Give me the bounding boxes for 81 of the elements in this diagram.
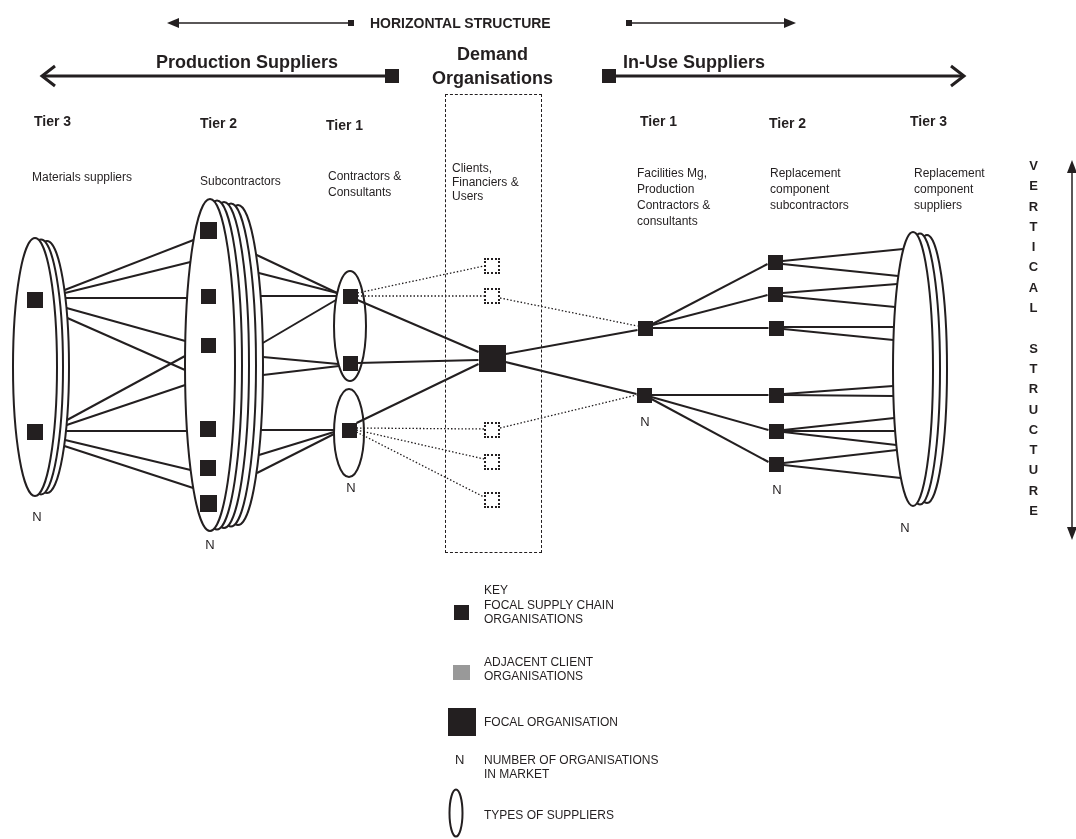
legend-text: NUMBER OF ORGANISATIONS IN MARKET [484, 753, 660, 781]
category-label: Replacement component suppliers [914, 165, 986, 213]
section-heading: In-Use Suppliers [623, 52, 766, 72]
legend-text: FOCAL SUPPLY CHAIN ORGANISATIONS [484, 598, 615, 626]
connector-line [651, 294, 769, 326]
connector-line [782, 417, 896, 431]
connector-line [65, 384, 187, 426]
dotted-connector [356, 265, 485, 294]
connector-line [261, 299, 337, 344]
connector-line [504, 361, 638, 395]
connector-line [781, 248, 905, 262]
connector-line [782, 449, 898, 464]
category-label: Materials suppliers [32, 169, 133, 185]
connector-line [781, 283, 899, 294]
count-label: N [345, 480, 357, 496]
connector-line [257, 272, 339, 294]
connector-line [63, 445, 195, 489]
tier-heading: Tier 1 [640, 113, 678, 129]
tier-heading: Tier 2 [200, 115, 238, 131]
category-label: Contractors & Consultants [328, 168, 403, 200]
connector-line [651, 327, 770, 329]
symbol-letter: N [455, 753, 465, 767]
category-label: Subcontractors [200, 173, 281, 189]
connector-line [356, 359, 480, 364]
count-label: N [204, 537, 216, 553]
count-label: N [771, 482, 783, 498]
connector-line [260, 429, 336, 431]
connector-line [782, 464, 902, 479]
dotted-connector [356, 295, 485, 297]
connector-line [782, 430, 897, 432]
connector-line [63, 239, 195, 291]
connector-line [651, 263, 769, 325]
legend-text: FOCAL ORGANISATION [484, 715, 619, 729]
legend-text: TYPES OF SUPPLIERS [484, 808, 616, 822]
connector-line [782, 326, 895, 328]
connector-line [66, 317, 186, 371]
connector-line [650, 394, 770, 396]
count-label: N [899, 520, 911, 536]
group-heading: Demand Organisations [431, 43, 554, 90]
dotted-connector [355, 427, 485, 430]
connector-line [650, 398, 770, 463]
dotted-connector [355, 429, 485, 460]
legend-text: ADJACENT CLIENT ORGANISATIONS [484, 655, 594, 683]
connector-line [65, 307, 187, 342]
dotted-connector [499, 297, 639, 327]
dotted-connector [499, 394, 638, 429]
connector-line [64, 439, 192, 471]
connector-line [782, 328, 895, 341]
connector-line [781, 295, 897, 308]
main-heading: HORIZONTAL STRUCTURE [370, 15, 551, 31]
connector-line [255, 254, 339, 294]
connector-line [650, 396, 770, 431]
tier-heading: Tier 3 [34, 113, 72, 129]
connector-line [781, 263, 900, 277]
connector-line [256, 433, 335, 474]
connector-line [356, 299, 480, 353]
category-label: Facilities Mg, Production Contractors & consultants [637, 165, 712, 229]
connector-line [259, 295, 338, 297]
count-label: N [31, 509, 43, 525]
connector-line [64, 261, 192, 294]
connector-line [66, 355, 187, 421]
category-label: Replacement component subcontractors [770, 165, 850, 213]
connector-line [261, 356, 340, 365]
count-label: N [639, 414, 651, 430]
group-label: Clients, Financiers & Users [452, 161, 520, 203]
connector-line [355, 363, 480, 424]
connector-line [504, 329, 639, 355]
connector-line [258, 431, 335, 456]
connector-line [64, 297, 189, 299]
connector-line [782, 431, 898, 446]
axis-label: VERTICAL STRUCTURE [1025, 158, 1042, 524]
section-heading: Production Suppliers [156, 52, 338, 72]
connector-line [782, 385, 895, 395]
key-title: KEY [484, 583, 508, 597]
connector-line [261, 365, 340, 376]
tier-heading: Tier 1 [326, 117, 364, 133]
dotted-connector [355, 431, 485, 498]
tier-heading: Tier 3 [910, 113, 948, 129]
connector-line [782, 394, 895, 397]
connector-line [65, 430, 189, 432]
tier-heading: Tier 2 [769, 115, 807, 131]
